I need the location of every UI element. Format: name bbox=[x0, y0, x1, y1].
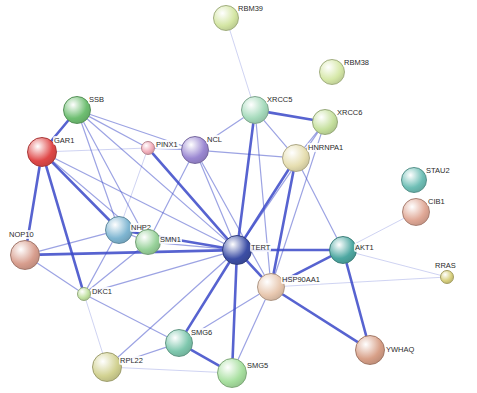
protein-node: RBM39 bbox=[213, 5, 239, 31]
protein-label: DKC1 bbox=[91, 287, 113, 296]
protein-node: RPL22 bbox=[92, 352, 122, 382]
interaction-edge bbox=[209, 151, 282, 157]
protein-node: HNRNPA1 bbox=[282, 144, 310, 172]
interaction-edge bbox=[264, 121, 287, 148]
protein-node: XRCC5 bbox=[241, 96, 269, 124]
protein-node: HSP90AA1 bbox=[257, 273, 285, 301]
protein-label: RPL22 bbox=[119, 356, 144, 365]
interaction-edge bbox=[40, 250, 222, 254]
protein-label: HSP90AA1 bbox=[281, 275, 321, 284]
protein-node: YWHAQ bbox=[355, 335, 385, 365]
protein-label: RBM39 bbox=[237, 4, 264, 13]
protein-label: NCL bbox=[206, 135, 223, 144]
protein-label: PINX1 bbox=[155, 140, 179, 149]
interaction-edge bbox=[230, 30, 251, 96]
protein-node: SMG6 bbox=[165, 329, 193, 357]
interaction-edge bbox=[84, 122, 142, 230]
interaction-edge bbox=[355, 218, 403, 243]
interaction-edge bbox=[89, 117, 141, 145]
protein-node: CIB1 bbox=[402, 198, 430, 226]
interaction-edge bbox=[269, 112, 312, 119]
interaction-edge bbox=[283, 295, 358, 342]
interaction-edge bbox=[186, 263, 229, 331]
interaction-edge bbox=[239, 124, 253, 235]
protein-node: XRCC6 bbox=[312, 109, 338, 135]
interaction-edge bbox=[86, 301, 102, 353]
interaction-edge bbox=[39, 234, 105, 252]
protein-node: NOP10 bbox=[10, 240, 40, 270]
protein-node: TERT bbox=[222, 235, 252, 265]
interaction-edge bbox=[90, 297, 166, 336]
interaction-edge bbox=[302, 170, 336, 237]
protein-label: AKT1 bbox=[354, 243, 375, 252]
protein-label: CIB1 bbox=[427, 197, 446, 206]
protein-label: YWHAQ bbox=[385, 345, 415, 354]
interaction-edge bbox=[154, 162, 189, 230]
interaction-edge bbox=[274, 172, 294, 274]
interaction-edge bbox=[118, 260, 226, 357]
interaction-edge bbox=[57, 148, 141, 151]
protein-label: HNRNPA1 bbox=[307, 143, 344, 152]
protein-label: STAU2 bbox=[425, 166, 451, 175]
interaction-edge bbox=[233, 265, 237, 358]
protein-node: PINX1 bbox=[141, 141, 155, 155]
interaction-edge bbox=[46, 166, 82, 287]
protein-label: SMG6 bbox=[190, 328, 213, 337]
protein-node: SSB bbox=[63, 96, 91, 124]
protein-label: NOP10 bbox=[8, 230, 35, 239]
protein-node: AKT1 bbox=[329, 236, 357, 264]
protein-label: XRCC5 bbox=[266, 95, 293, 104]
protein-label: SMG5 bbox=[246, 361, 269, 370]
interaction-edge bbox=[275, 134, 321, 273]
protein-node: GAR1 bbox=[27, 137, 57, 167]
interaction-edge bbox=[200, 163, 231, 236]
interaction-edge bbox=[357, 254, 441, 276]
protein-node: SMG5 bbox=[217, 358, 247, 388]
interaction-edge bbox=[238, 300, 265, 360]
protein-node: SMN1 bbox=[135, 229, 161, 255]
protein-label: SMN1 bbox=[159, 235, 182, 244]
protein-label: TERT bbox=[250, 243, 271, 252]
protein-label: RBM38 bbox=[343, 58, 370, 67]
interaction-edge bbox=[191, 350, 219, 366]
protein-node: NCL bbox=[181, 136, 209, 164]
interaction-edge bbox=[38, 263, 79, 290]
protein-node: RBM38 bbox=[319, 59, 345, 85]
protein-node: NHP2 bbox=[105, 216, 133, 244]
protein-label: XRCC6 bbox=[336, 108, 363, 117]
interaction-edge bbox=[89, 250, 137, 289]
protein-label: SSB bbox=[88, 95, 105, 104]
protein-node: DKC1 bbox=[77, 287, 91, 301]
protein-label: GAR1 bbox=[53, 136, 75, 145]
interaction-edge bbox=[247, 261, 261, 277]
interaction-edge bbox=[122, 368, 217, 373]
interaction-edge bbox=[124, 155, 146, 217]
protein-node: RRAS bbox=[440, 270, 454, 284]
protein-label: RRAS bbox=[434, 261, 457, 270]
protein-node: STAU2 bbox=[401, 167, 427, 193]
interaction-edge bbox=[347, 264, 366, 336]
